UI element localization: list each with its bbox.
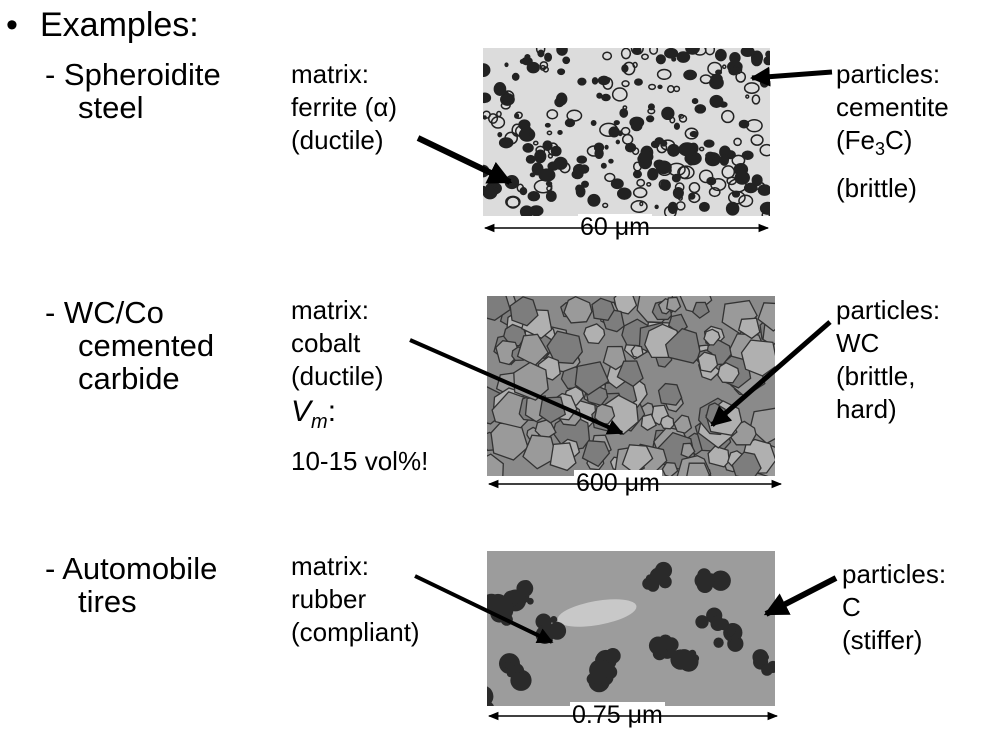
arrow-matrix-1 [416,135,513,185]
example-3-particles: particles: C (stiffer) [842,559,947,655]
arrow-matrix-2 [409,338,624,435]
arrow-particle-2 [710,320,832,427]
arrow-matrix-3 [414,574,554,644]
heading: Examples: [40,6,199,44]
example-2-name: - WC/Co cemented carbide [45,295,215,396]
arrow-particle-1 [750,66,833,87]
bullet: • [6,6,18,44]
arrow-particle-3 [763,575,838,617]
example-1-matrix: matrix: ferrite (α) (ductile) [291,59,398,155]
spheroidite-micrograph [483,48,770,216]
example-1-name: - Spheroidite steel [45,57,221,125]
example-2-particles: particles: WC (brittle, hard) [836,295,941,424]
example-1-particles: particles: cementite (Fe3C) (brittle) [836,59,949,204]
wc-co-micrograph [487,296,775,476]
example-3-matrix: matrix: rubber (compliant) [291,551,420,647]
example-2-matrix: matrix: cobalt (ductile) Vm: 10-15 vol%! [291,295,429,476]
tire-rubber-micrograph [487,551,775,706]
example-3-name: - Automobile tires [45,551,218,619]
